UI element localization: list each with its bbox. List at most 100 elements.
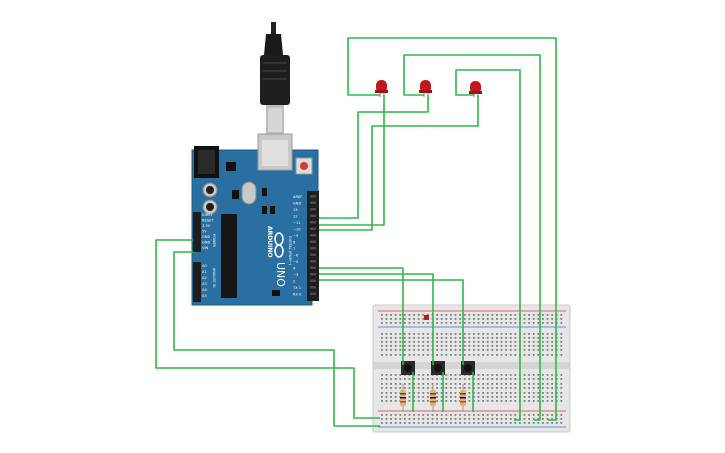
breadboard-hole[interactable] [528, 392, 530, 394]
breadboard-hole[interactable] [436, 396, 438, 398]
breadboard-hole[interactable] [468, 354, 471, 356]
breadboard-hole[interactable] [477, 387, 480, 389]
breadboard-hole[interactable] [417, 422, 420, 424]
breadboard-hole[interactable] [532, 383, 535, 385]
breadboard-hole[interactable] [509, 418, 512, 420]
breadboard-hole[interactable] [459, 349, 461, 351]
breadboard-hole[interactable] [468, 383, 471, 385]
breadboard-hole[interactable] [459, 318, 461, 320]
breadboard-hole[interactable] [491, 337, 494, 339]
breadboard-hole[interactable] [381, 400, 383, 402]
breadboard-hole[interactable] [422, 341, 425, 343]
breadboard-hole[interactable] [532, 318, 535, 320]
breadboard-hole[interactable] [413, 322, 415, 324]
breadboard-hole[interactable] [408, 422, 411, 424]
breadboard-hole[interactable] [445, 318, 448, 320]
breadboard-hole[interactable] [500, 383, 503, 385]
breadboard-hole[interactable] [491, 383, 494, 385]
breadboard-hole[interactable] [473, 345, 475, 347]
breadboard-hole[interactable] [413, 345, 415, 347]
breadboard-hole[interactable] [500, 333, 503, 335]
breadboard-hole[interactable] [542, 387, 544, 389]
breadboard-hole[interactable] [404, 341, 406, 343]
breadboard-hole[interactable] [560, 341, 563, 343]
breadboard-hole[interactable] [473, 422, 475, 424]
breadboard-hole[interactable] [491, 345, 494, 347]
breadboard-hole[interactable] [509, 396, 512, 398]
breadboard-hole[interactable] [445, 383, 448, 385]
breadboard-hole[interactable] [491, 387, 494, 389]
breadboard-hole[interactable] [546, 422, 549, 424]
breadboard-hole[interactable] [542, 337, 544, 339]
breadboard-hole[interactable] [473, 396, 475, 398]
breadboard-hole[interactable] [454, 400, 457, 402]
breadboard-hole[interactable] [422, 422, 425, 424]
breadboard-hole[interactable] [404, 337, 406, 339]
breadboard-hole[interactable] [542, 422, 544, 424]
breadboard-hole[interactable] [477, 400, 480, 402]
breadboard-hole[interactable] [454, 414, 457, 416]
breadboard-hole[interactable] [459, 337, 461, 339]
breadboard-hole[interactable] [546, 337, 549, 339]
breadboard-hole[interactable] [450, 349, 452, 351]
breadboard-hole[interactable] [505, 392, 507, 394]
breadboard-hole[interactable] [555, 422, 558, 424]
breadboard-hole[interactable] [408, 392, 411, 394]
breadboard-hole[interactable] [514, 345, 517, 347]
breadboard-hole[interactable] [473, 414, 475, 416]
breadboard-hole[interactable] [500, 418, 503, 420]
breadboard-hole[interactable] [496, 378, 498, 380]
breadboard-hole[interactable] [532, 392, 535, 394]
breadboard-hole[interactable] [496, 396, 498, 398]
breadboard-hole[interactable] [450, 392, 452, 394]
breadboard-hole[interactable] [404, 314, 406, 316]
breadboard-hole[interactable] [459, 387, 461, 389]
breadboard-hole[interactable] [390, 422, 392, 424]
breadboard-hole[interactable] [436, 337, 438, 339]
breadboard-hole[interactable] [404, 422, 406, 424]
breadboard-hole[interactable] [505, 318, 507, 320]
breadboard-hole[interactable] [436, 354, 438, 356]
breadboard-hole[interactable] [486, 322, 489, 324]
breadboard-hole[interactable] [532, 337, 535, 339]
breadboard-hole[interactable] [542, 345, 544, 347]
breadboard-hole[interactable] [413, 400, 415, 402]
breadboard-hole[interactable] [394, 345, 397, 347]
breadboard-hole[interactable] [381, 345, 383, 347]
breadboard-hole[interactable] [537, 387, 540, 389]
breadboard-hole[interactable] [532, 396, 535, 398]
breadboard-hole[interactable] [463, 422, 466, 424]
breadboard-hole[interactable] [486, 383, 489, 385]
breadboard-hole[interactable] [477, 396, 480, 398]
breadboard-hole[interactable] [450, 387, 452, 389]
breadboard-hole[interactable] [551, 345, 553, 347]
breadboard-hole[interactable] [551, 387, 553, 389]
breadboard-hole[interactable] [390, 392, 392, 394]
breadboard-hole[interactable] [560, 414, 563, 416]
breadboard-hole[interactable] [454, 422, 457, 424]
breadboard-hole[interactable] [496, 418, 498, 420]
breadboard-hole[interactable] [496, 345, 498, 347]
wire-led3-return[interactable] [455, 69, 521, 421]
breadboard-hole[interactable] [422, 378, 425, 380]
breadboard-hole[interactable] [385, 354, 388, 356]
breadboard-hole[interactable] [463, 333, 466, 335]
breadboard-hole[interactable] [390, 383, 392, 385]
breadboard-hole[interactable] [537, 349, 540, 351]
breadboard-hole[interactable] [542, 418, 544, 420]
breadboard-hole[interactable] [413, 349, 415, 351]
breadboard-hole[interactable] [394, 374, 397, 376]
breadboard-hole[interactable] [427, 349, 429, 351]
breadboard-hole[interactable] [486, 422, 489, 424]
breadboard-hole[interactable] [381, 333, 383, 335]
breadboard-hole[interactable] [440, 383, 443, 385]
breadboard-hole[interactable] [505, 314, 507, 316]
breadboard-hole[interactable] [505, 349, 507, 351]
breadboard-hole[interactable] [468, 345, 471, 347]
breadboard-hole[interactable] [486, 414, 489, 416]
led-2[interactable] [419, 80, 432, 97]
breadboard-hole[interactable] [463, 354, 466, 356]
breadboard-hole[interactable] [413, 392, 415, 394]
breadboard-hole[interactable] [560, 387, 563, 389]
breadboard-hole[interactable] [523, 341, 526, 343]
